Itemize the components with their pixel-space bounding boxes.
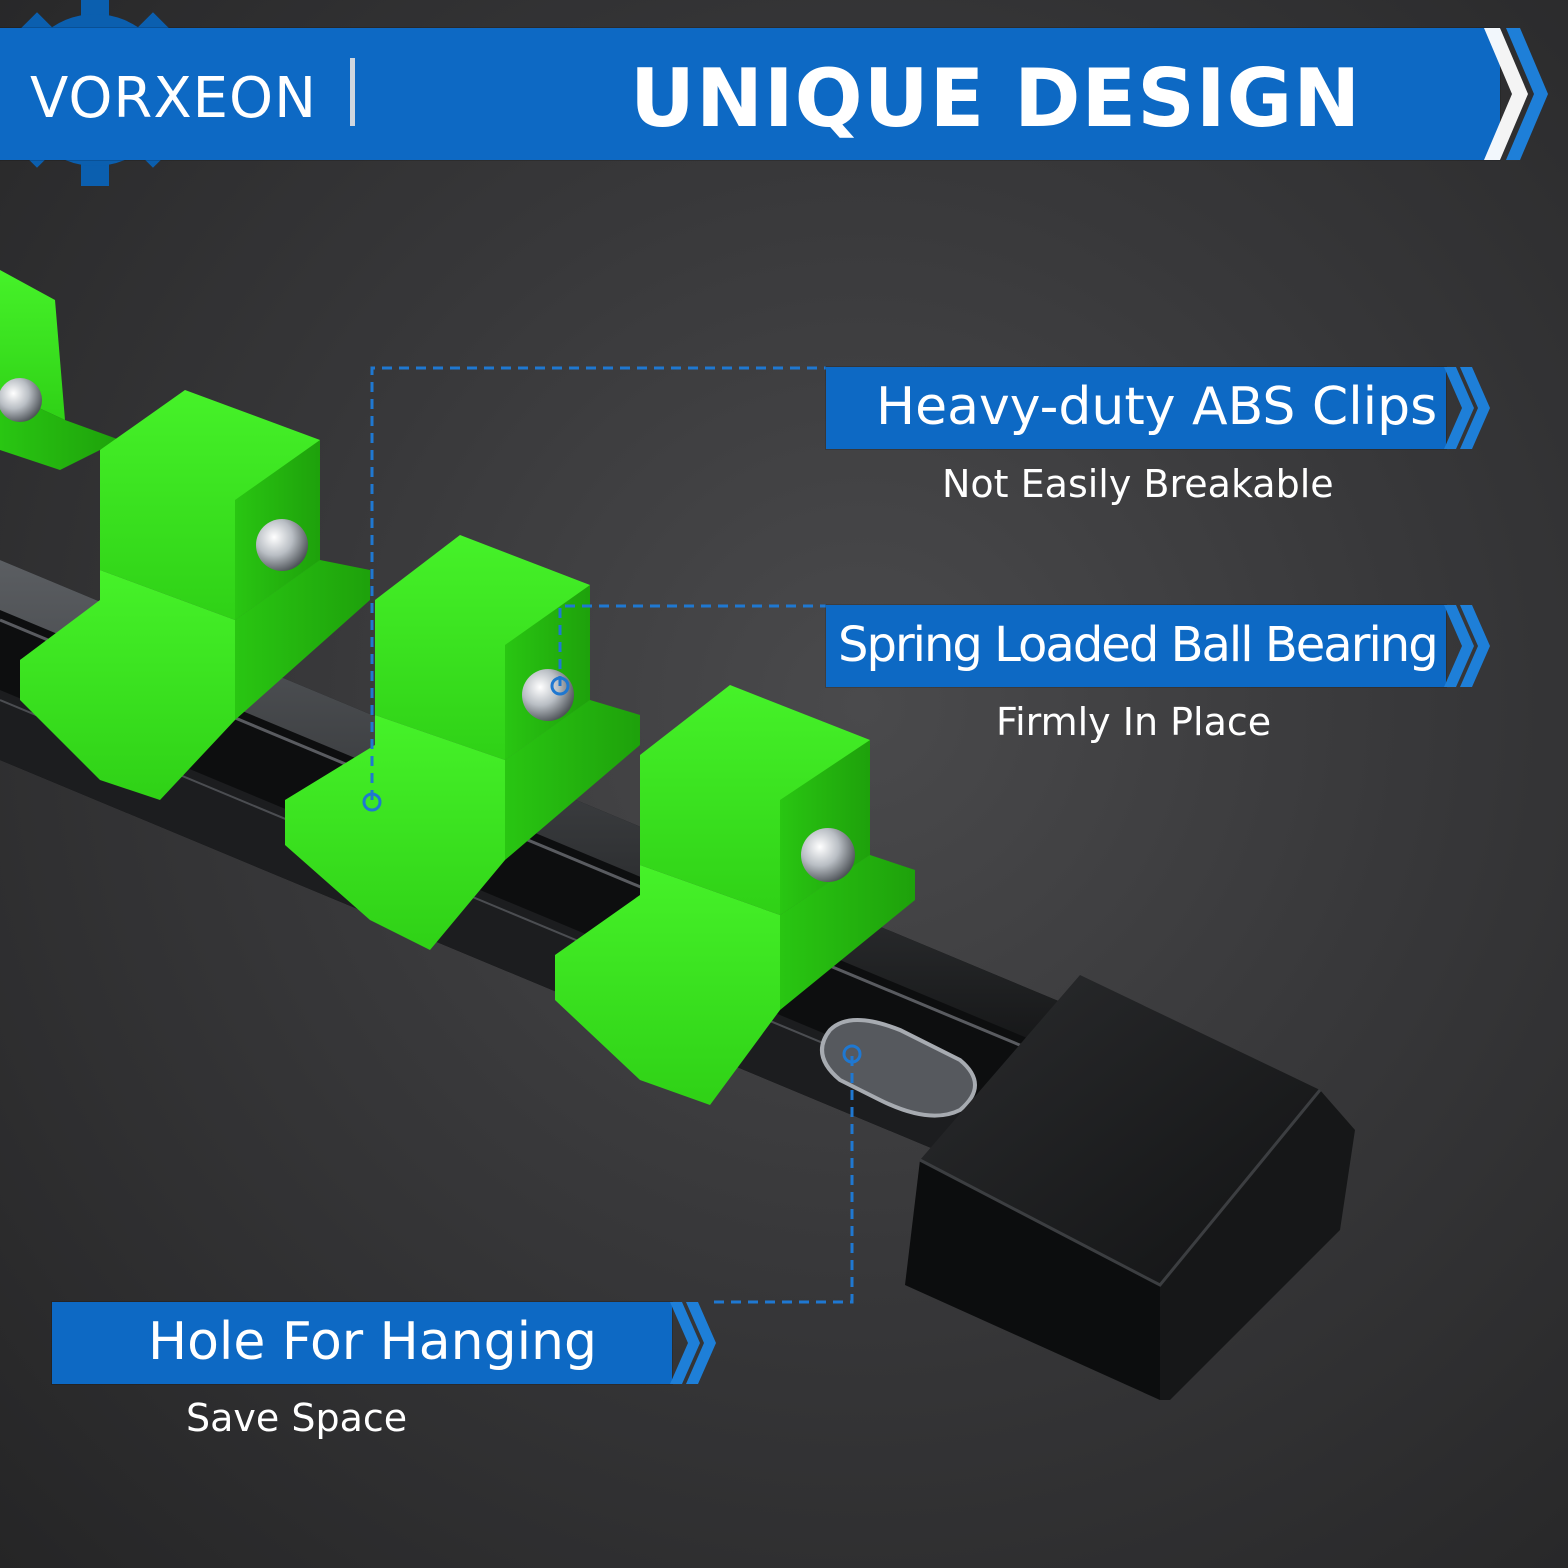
abs-clip — [20, 390, 370, 800]
abs-clip — [285, 535, 640, 950]
header-banner: VORXEON UNIQUE DESIGN — [0, 28, 1500, 160]
chevron-right-icon — [670, 1302, 716, 1384]
page-title: UNIQUE DESIGN — [630, 52, 1362, 145]
callout-markers — [362, 676, 862, 1064]
callout-lines — [370, 366, 854, 1304]
feature-subtitle: Firmly In Place — [996, 700, 1272, 744]
feature-banner-ball-bearing: Spring Loaded Ball Bearing — [826, 605, 1446, 687]
feature-title: Heavy-duty ABS Clips — [876, 377, 1438, 437]
feature-banner-hanging-hole: Hole For Hanging — [52, 1302, 672, 1384]
feature-banner-clips: Heavy-duty ABS Clips — [826, 367, 1446, 449]
feature-subtitle: Not Easily Breakable — [942, 462, 1334, 506]
feature-subtitle: Save Space — [186, 1396, 408, 1440]
brand-logo: VORXEON — [30, 66, 318, 131]
brand-divider — [350, 58, 355, 126]
chevron-right-icon — [1444, 605, 1490, 687]
hanging-hole — [820, 1018, 977, 1118]
end-cap — [905, 975, 1355, 1400]
abs-clip — [555, 685, 915, 1105]
chevron-right-icon — [1444, 367, 1490, 449]
abs-clip — [0, 270, 120, 470]
feature-title: Hole For Hanging — [148, 1312, 598, 1372]
feature-title: Spring Loaded Ball Bearing — [838, 617, 1439, 673]
chevron-right-icon — [1484, 28, 1548, 160]
